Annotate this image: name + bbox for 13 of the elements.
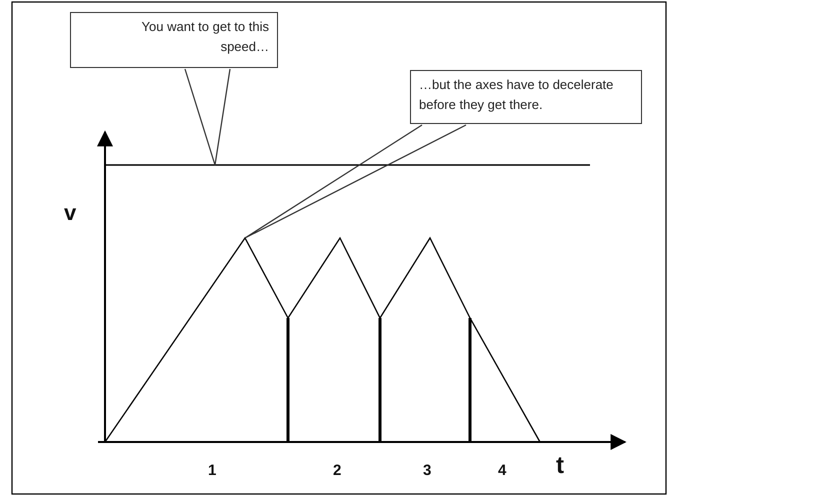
callout-box — [70, 12, 278, 68]
segment-number: 3 — [423, 462, 432, 479]
callout-text: You want to get to this speed… — [142, 19, 269, 54]
segment-number: 2 — [333, 462, 342, 479]
leader-line — [184, 68, 231, 166]
axis-label: v — [64, 200, 76, 226]
axis-label: t — [556, 452, 564, 480]
callout-text: …but the axes have to decelerate before they get there. — [419, 77, 614, 112]
callout-box — [410, 70, 642, 124]
segment-number: 1 — [208, 462, 216, 479]
segment-number: 4 — [498, 462, 506, 479]
leader-line — [244, 124, 467, 239]
target-speed-line — [105, 164, 590, 166]
